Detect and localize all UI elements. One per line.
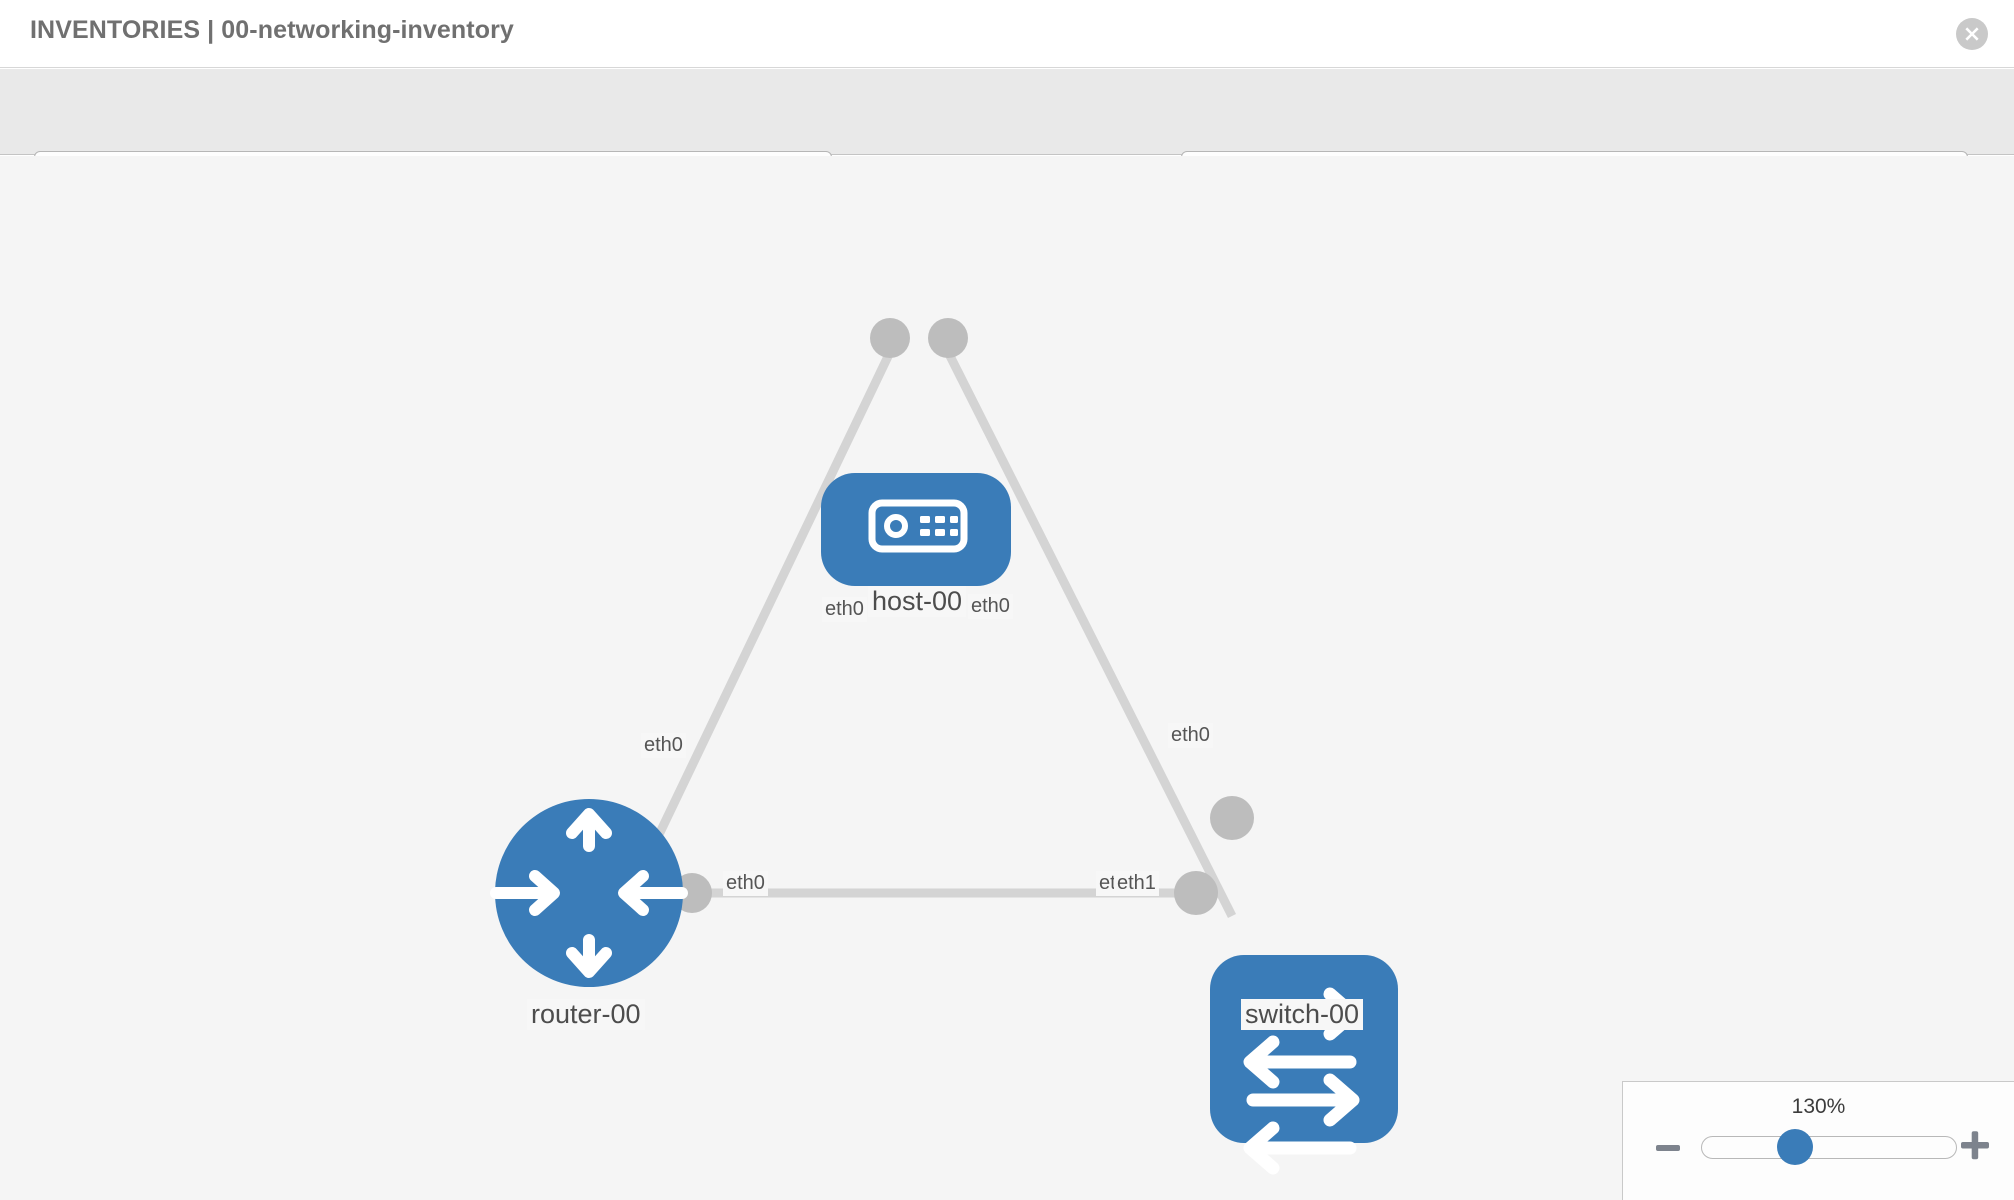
node-label-host-00: host-00	[868, 586, 967, 618]
connector-switch00-nw	[1210, 796, 1254, 840]
connector-host00-right	[928, 318, 968, 358]
iface-label: eth0	[1168, 723, 1213, 748]
zoom-slider[interactable]	[1701, 1136, 1957, 1159]
zoom-slider-thumb[interactable]	[1777, 1129, 1813, 1165]
page-title: INVENTORIES | 00-networking-inventory	[30, 16, 514, 44]
close-icon[interactable]	[1956, 18, 1988, 50]
zoom-percent-label: 130%	[1791, 1095, 1846, 1118]
node-label-switch-00: switch-00	[1241, 999, 1364, 1031]
connector-host00-left	[870, 318, 910, 358]
zoom-control: 130%	[1622, 1081, 2014, 1200]
node-host-00	[821, 473, 1011, 586]
toolbar: ACTIONS SEARCH	[0, 69, 2014, 201]
link-layer	[615, 343, 1237, 919]
iface-label: eth1	[1114, 871, 1159, 896]
connector-switch00-west	[1174, 871, 1218, 915]
iface-label: eth0	[641, 733, 686, 758]
minus-icon[interactable]	[1655, 1135, 1681, 1161]
topology-graph	[490, 318, 1398, 1175]
topology-canvas[interactable]: eth0 eth0 eth0 eth0 eth0 eth eth1 host-0…	[0, 156, 2014, 1200]
iface-label: eth0	[822, 597, 867, 622]
node-switch-00	[1210, 955, 1398, 1175]
link-host00-switch00	[940, 343, 1237, 919]
iface-label: eth0	[968, 594, 1013, 619]
node-router-00	[490, 799, 688, 987]
node-label-router-00: router-00	[527, 999, 645, 1031]
iface-label: eth0	[723, 871, 768, 896]
link-host00-router00	[615, 344, 898, 918]
page-header: INVENTORIES | 00-networking-inventory	[0, 0, 2014, 68]
plus-icon[interactable]	[1960, 1130, 1990, 1160]
